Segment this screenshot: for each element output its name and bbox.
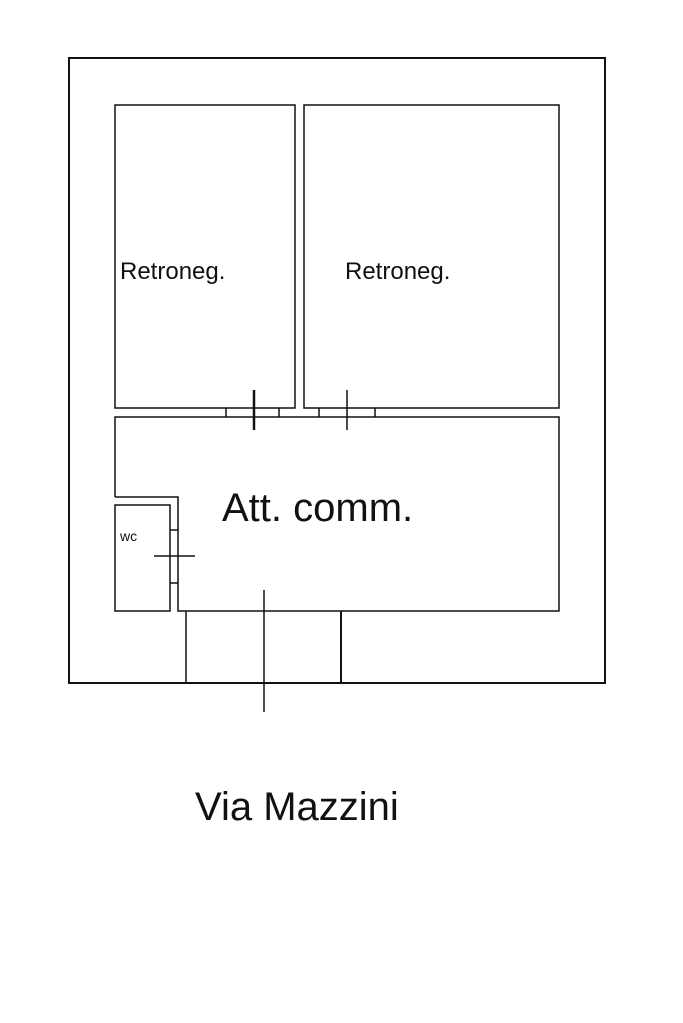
outer-wall (68, 57, 606, 684)
door-right (318, 390, 376, 430)
label-att-comm: Att. comm. (222, 486, 413, 530)
door-left (225, 390, 280, 430)
room-att-comm (114, 416, 560, 612)
entrance (185, 590, 342, 712)
room-retroneg-right (303, 104, 560, 409)
room-wc (114, 504, 171, 612)
label-retroneg-right: Retroneg. (345, 258, 450, 285)
door-wc (154, 529, 195, 584)
street-name: Via Mazzini (195, 785, 399, 829)
label-retroneg-left: Retroneg. (120, 258, 225, 285)
label-wc: wc (119, 528, 137, 544)
room-retroneg-left (114, 104, 296, 409)
